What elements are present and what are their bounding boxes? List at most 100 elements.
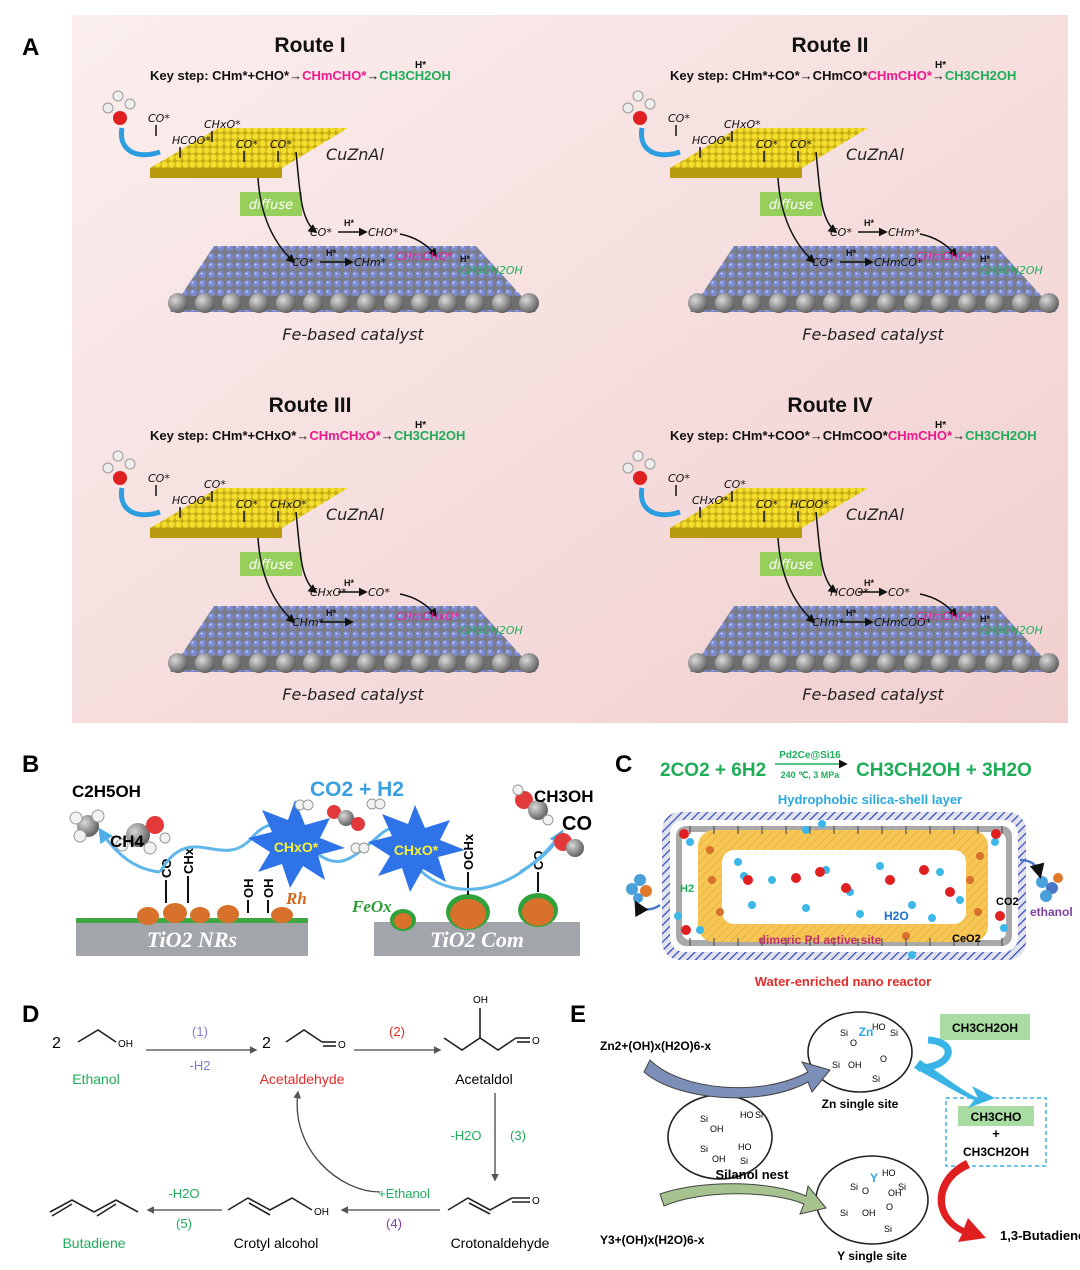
fe-atom	[519, 653, 539, 673]
oxygen-atom	[681, 925, 691, 935]
co2-molecule	[327, 805, 365, 831]
step-4-label: (4)	[386, 1216, 402, 1231]
water-molecule	[908, 951, 916, 959]
c2h5oh-label: C2H5OH	[72, 782, 141, 801]
nest-si-3: Si	[700, 1144, 708, 1154]
fe-atom	[688, 653, 708, 673]
ethanol-coefficient: 2	[52, 1035, 61, 1052]
water-hydrogen	[112, 450, 124, 462]
water-hydrogen	[124, 98, 136, 110]
water-hydrogen	[632, 90, 644, 102]
zn-product-arrow	[914, 1060, 995, 1108]
nest-oh-3: HO	[738, 1142, 752, 1152]
fe-atom	[823, 293, 843, 313]
fe-atom	[492, 653, 512, 673]
fe-atom	[411, 653, 431, 673]
fe-atom	[850, 653, 870, 673]
feox-label: FeOx	[351, 897, 392, 916]
ceo2-label: CeO2	[952, 933, 981, 945]
y-si-3: Si	[840, 1208, 848, 1218]
oxygen-atom	[815, 867, 825, 877]
ceo2-particle	[974, 908, 982, 916]
cuznal-slab-edge	[670, 168, 802, 178]
water-molecule	[991, 838, 999, 846]
co-adsorbate-label: CO	[159, 859, 174, 879]
water-hydrogen	[124, 458, 136, 470]
fe-atom	[958, 653, 978, 673]
och-adsorbate-label: OCHx	[461, 833, 476, 870]
fe-atom	[195, 293, 215, 313]
y-o-1: O	[862, 1186, 869, 1196]
fe-product-label: CH3CH2OH	[980, 624, 1043, 637]
fe-adsorbate-label: CHmCOO*	[874, 616, 932, 629]
feed-arrow	[634, 900, 661, 918]
water-molecule	[928, 914, 936, 922]
water-oxygen	[113, 471, 127, 485]
fe-step-arrow	[919, 233, 958, 258]
zn-arrow	[643, 1059, 831, 1099]
skeletal-structures	[49, 1008, 530, 1217]
chxo-star-1-label: CHxO*	[274, 839, 319, 855]
fe-atom	[222, 293, 242, 313]
fe-adsorbate-label: CO*	[292, 256, 314, 269]
ceo2-particle	[976, 852, 984, 860]
fe-atom	[1039, 653, 1059, 673]
y-ho: HO	[882, 1168, 896, 1178]
cu-adsorbate-label: CO*	[668, 472, 690, 485]
cuznal-label: CuZnAl	[326, 505, 384, 524]
fe-atom	[303, 653, 323, 673]
fe-atom	[519, 293, 539, 313]
water-hydrogen	[644, 458, 656, 470]
crotonaldehyde-name: Crotonaldehyde	[451, 1235, 550, 1251]
fe-coupling-label: CHmCHO*	[916, 610, 973, 623]
chxo-star-2	[368, 805, 465, 892]
fe-atom	[168, 653, 188, 673]
fe-atom	[958, 293, 978, 313]
step-4-sub: +Ethanol	[378, 1186, 430, 1201]
water-hydrogen	[644, 98, 656, 110]
fe-step-arrow	[399, 593, 438, 618]
nano-reactor-label: Water-enriched nano reactor	[755, 974, 932, 989]
ethanol-label: ethanol	[1030, 905, 1073, 919]
cu-adsorbate-label: HCOO*	[172, 134, 211, 147]
zn-si-2: Si	[890, 1028, 898, 1038]
h-label: H*	[864, 218, 874, 228]
water-arrow	[118, 127, 161, 158]
chxo-star-1	[248, 800, 345, 888]
fe-atom	[384, 653, 404, 673]
h-label: H*	[864, 578, 874, 588]
panel-d-label: D	[22, 1001, 39, 1028]
water-molecule	[696, 926, 704, 934]
ceo2-particle	[902, 932, 910, 940]
panel-d: D 2 OH 2 O OH O O OH Ethanol Ac	[22, 995, 550, 1251]
ethanol-name: Ethanol	[72, 1071, 119, 1087]
plus-sign: +	[992, 1126, 1000, 1141]
y-atom: Y	[870, 1171, 878, 1185]
fe-atom	[438, 653, 458, 673]
y-oh-2: OH	[888, 1188, 902, 1198]
fe-atom	[465, 653, 485, 673]
water-molecule	[768, 876, 776, 884]
y-o-2: O	[886, 1202, 893, 1212]
fe-adsorbate-label: CHxO*	[310, 586, 347, 599]
reaction-arrow-c2h5oh	[98, 827, 161, 874]
fe-atom	[168, 293, 188, 313]
step-5-label: (5)	[176, 1216, 192, 1231]
h2o-label: H2O	[884, 909, 909, 923]
fe-atom	[492, 293, 512, 313]
zn-precursor: Zn2+(OH)x(H2O)6-x	[600, 1039, 711, 1053]
oh-adsorbate-label: OH	[261, 879, 276, 899]
y-site-circle	[815, 1155, 929, 1245]
zn-oh: OH	[848, 1060, 862, 1070]
fe-atom	[1039, 293, 1059, 313]
fe-atom	[904, 293, 924, 313]
co2-label: CO2	[996, 896, 1019, 908]
fe-atom	[850, 293, 870, 313]
shell-layer-label: Hydrophobic silica-shell layer	[778, 792, 962, 807]
ch4-label: CH4	[110, 832, 145, 851]
diffuse-label: diffuse	[769, 198, 813, 213]
key-step-h: H*	[415, 420, 426, 431]
co2-h2-label: CO2 + H2	[310, 778, 404, 801]
